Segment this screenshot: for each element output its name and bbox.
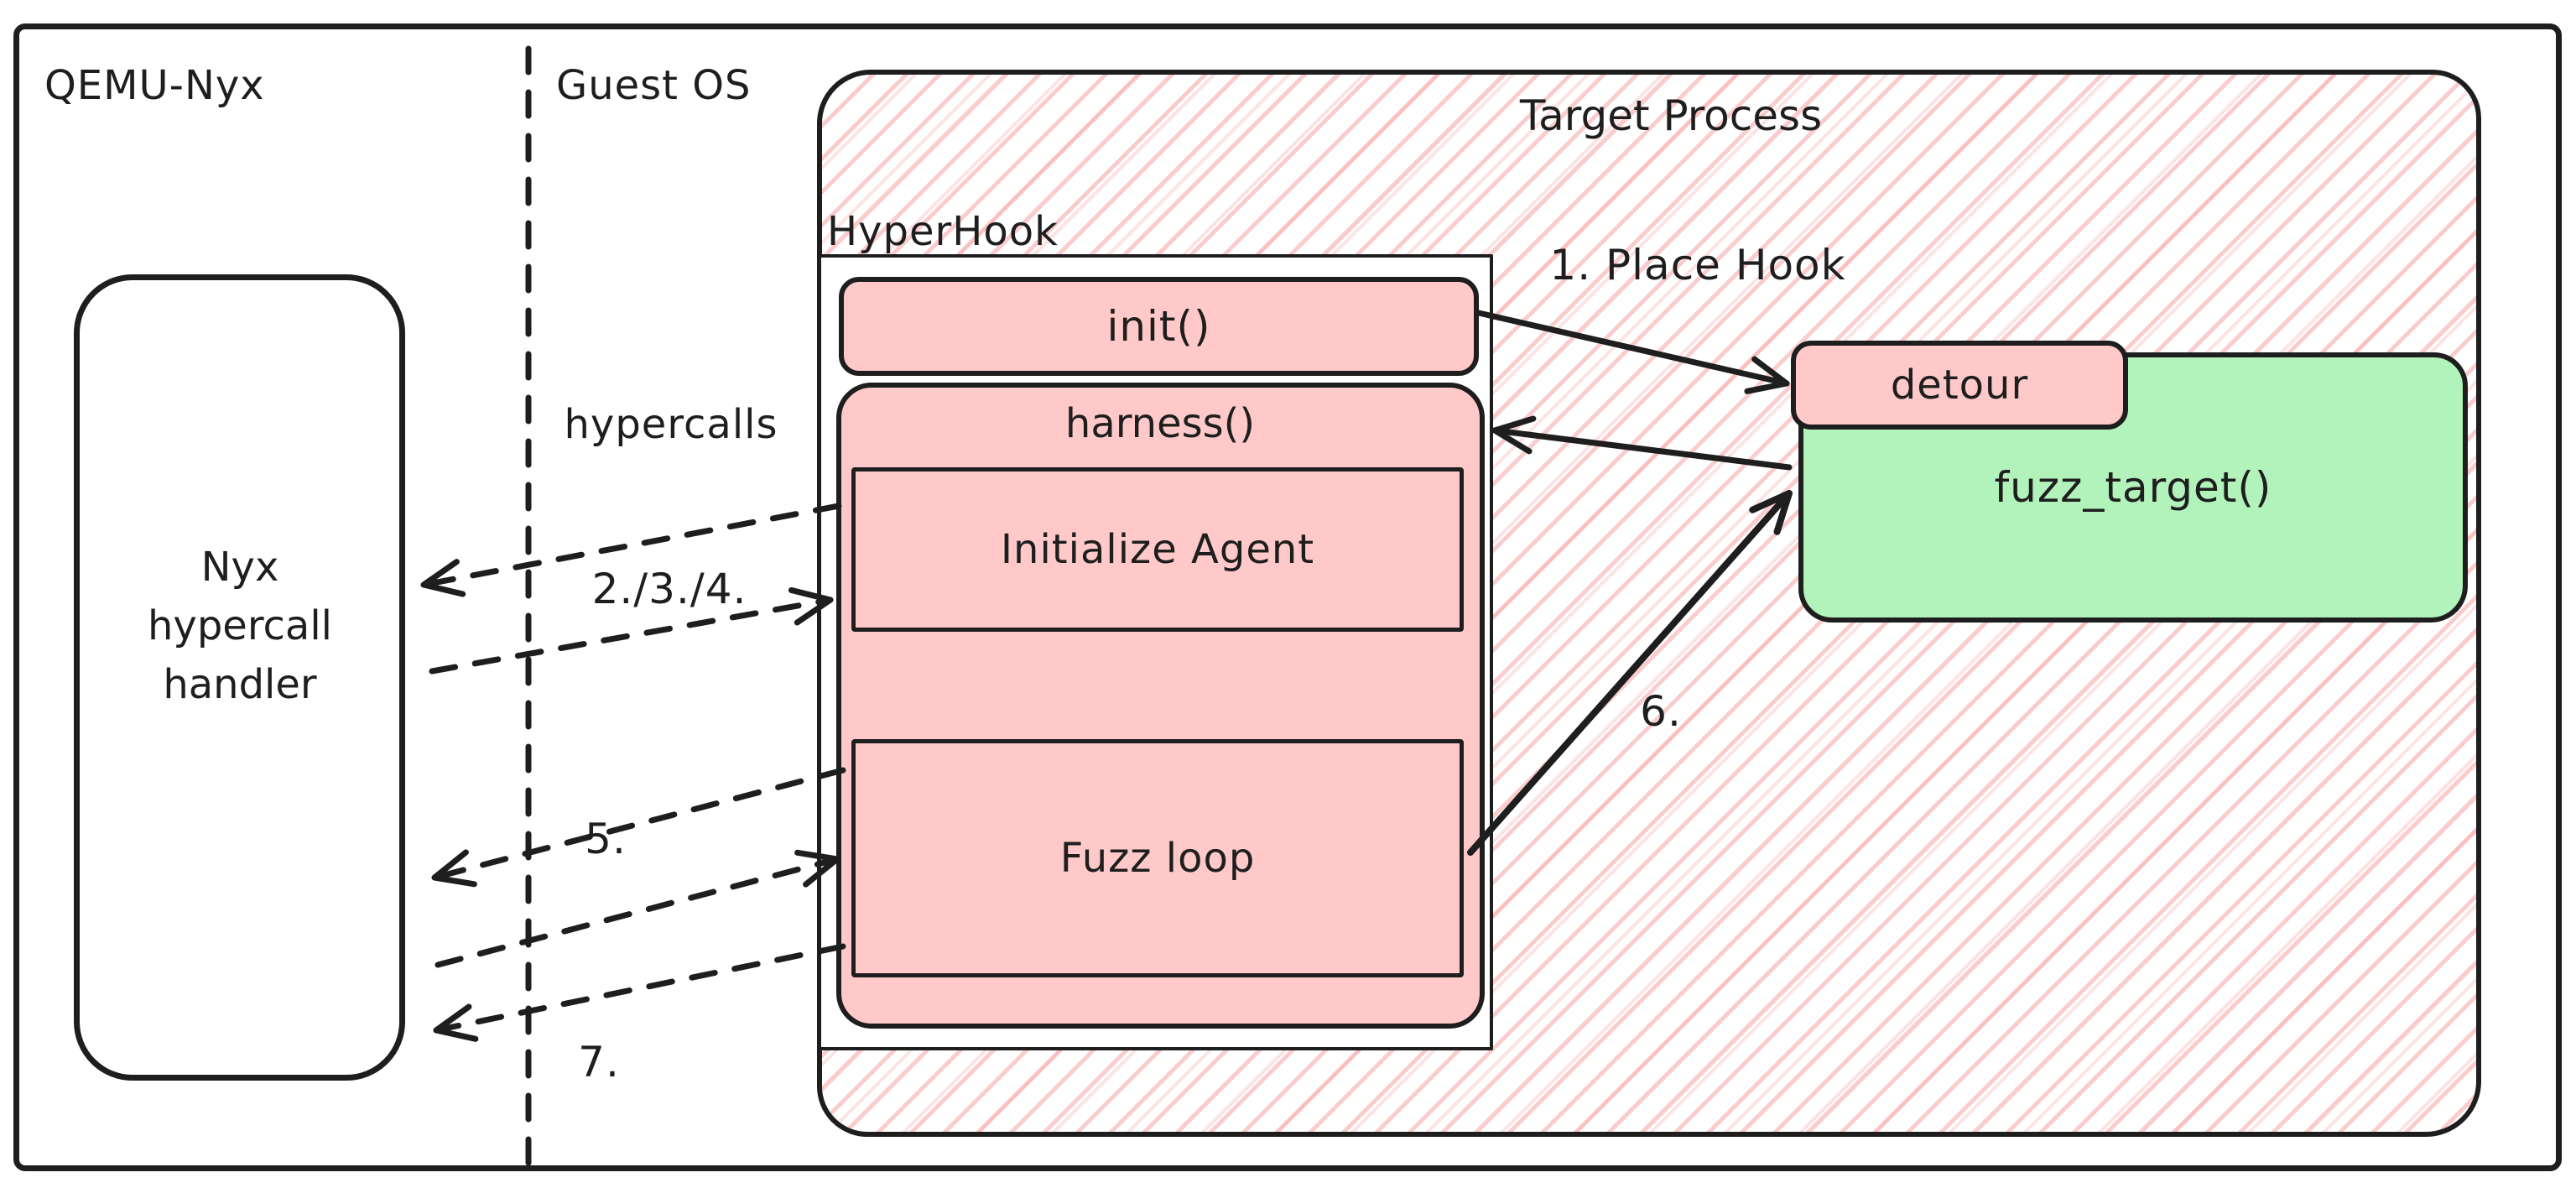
nyx-handler-label: Nyx hypercall handler [148, 544, 332, 708]
detour-node: detour [1791, 341, 2128, 430]
region-label-qemu-nyx: QEMU-Nyx [44, 62, 265, 109]
annotation-hypercalls: hypercalls [564, 401, 778, 448]
init-node: init() [839, 277, 1479, 376]
initialize-agent-label: Initialize Agent [1000, 526, 1315, 573]
harness-label: harness() [1064, 400, 1256, 447]
annotation-step234: 2./3./4. [591, 565, 747, 613]
initialize-agent-node: Initialize Agent [851, 467, 1464, 632]
annotation-step7: 7. [578, 1038, 620, 1086]
fuzz-loop-label: Fuzz loop [1059, 835, 1256, 882]
fuzz-loop-node: Fuzz loop [851, 739, 1464, 977]
annotation-step6: 6. [1640, 687, 1682, 736]
nyx-handler-node [74, 274, 405, 1081]
init-label: init() [1106, 302, 1211, 351]
target-process-label: Target Process [1519, 91, 1823, 140]
annotation-step1-place-hook: 1. Place Hook [1549, 241, 1846, 289]
hyperhook-label: HyperHook [827, 208, 1059, 255]
detour-label: detour [1890, 362, 2029, 409]
region-label-guest-os: Guest OS [556, 62, 752, 109]
annotation-step5: 5. [585, 815, 627, 863]
fuzz-target-label: fuzz_target() [1994, 463, 2272, 512]
